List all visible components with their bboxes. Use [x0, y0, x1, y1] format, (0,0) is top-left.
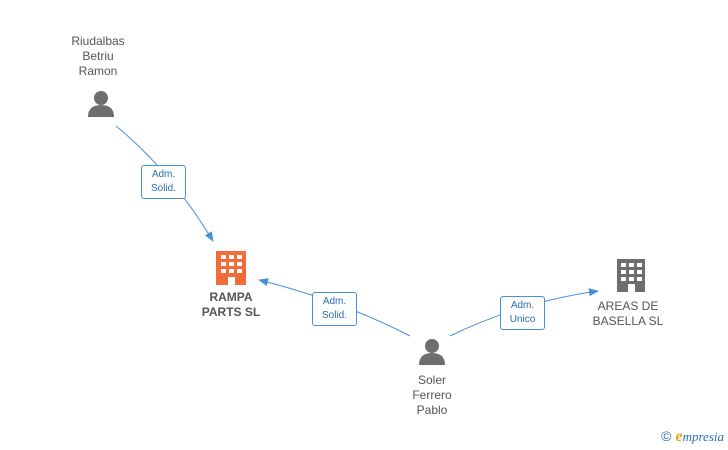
node-label-soler[interactable]: Soler Ferrero Pablo	[412, 373, 452, 417]
person-icon[interactable]	[88, 91, 114, 117]
edge-label-riudalbas-rampa: Adm. Solid.	[141, 165, 186, 199]
empresia-logo-e: e	[675, 428, 683, 445]
node-label-rampa-parts[interactable]: RAMPA PARTS SL	[201, 290, 261, 319]
edge-label-soler-rampa: Adm. Solid.	[312, 292, 357, 326]
node-label-areas-de-basella[interactable]: AREAS DE BASELLA SL	[592, 299, 664, 328]
empresia-logo-text: mpresia	[682, 429, 724, 444]
copyright-icon: ©	[661, 428, 672, 444]
building-icon[interactable]	[617, 259, 645, 292]
node-label-riudalbas[interactable]: Riudalbas Betriu Ramon	[71, 34, 125, 78]
person-icon[interactable]	[419, 339, 445, 365]
edge-label-soler-areas: Adm. Unico	[500, 296, 545, 330]
building-icon[interactable]	[216, 251, 246, 285]
empresia-watermark: ©empresia	[661, 428, 724, 446]
